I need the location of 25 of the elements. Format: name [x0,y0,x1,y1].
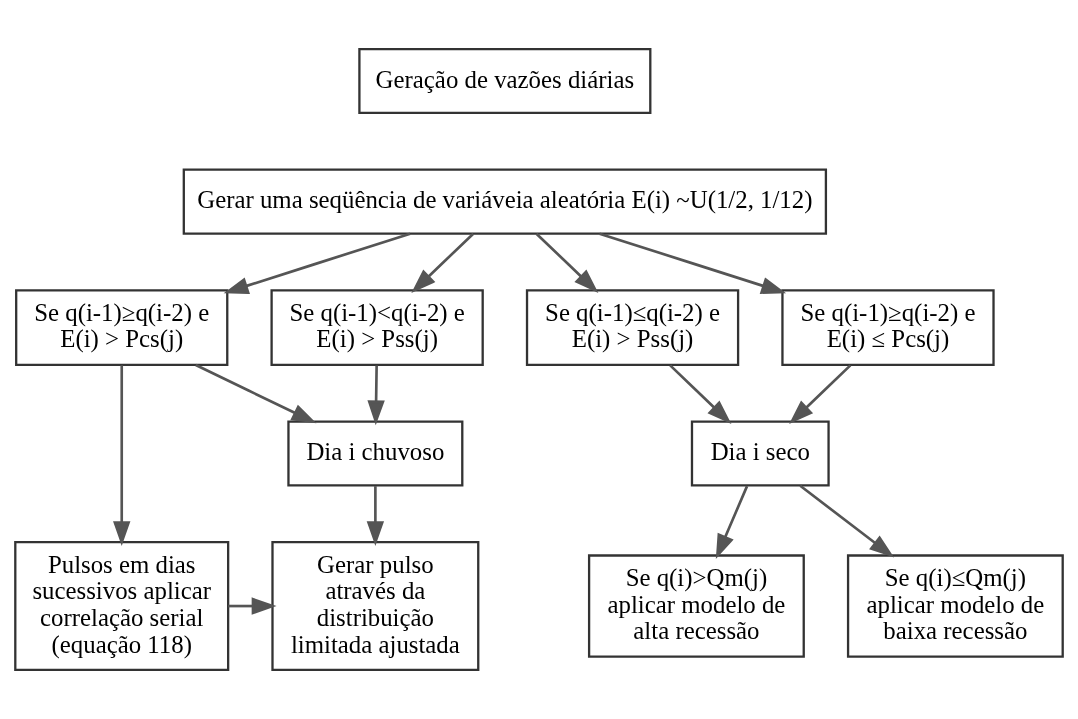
arrow [411,232,475,294]
arrow [366,486,385,547]
node-box: Gerar uma seqüência de variáveia aleatória E(i) ~U(1/2, 1/12) [182,168,828,235]
node-box: Se q(i-1)≤q(i-2) e E(i) > Pss(j) [525,289,740,366]
arrow [223,232,411,294]
arrow [669,364,732,425]
node-box: Se q(i-1)≥q(i-2) e E(i) > Pcs(j) [15,289,229,366]
node-box: Pulsos em dias sucessivos aplicar correlação serial (equação 118) [14,541,230,672]
arrow [195,363,317,424]
node-box: Geração de vazões diárias [358,47,652,115]
node-box: Se q(i)>Qm(j) aplicar modelo de alta recessão [587,554,805,658]
arrow [367,365,385,426]
node-box: Gerar pulso através da distribuição limitada ajustada [271,541,480,672]
node-box: Dia i chuvoso [287,420,464,487]
arrow [535,232,599,294]
arrow [799,484,895,558]
arrow [113,365,131,547]
node-box: Se q(i)≤Qm(j) aplicar modelo de baixa recessão [846,554,1064,658]
node-box: Se q(i-1)≥q(i-2) e E(i) ≤ Pcs(j) [781,289,995,366]
node-box: Se q(i-1)<q(i-2) e E(i) > Pss(j) [270,289,484,366]
arrow [789,364,852,425]
node-box: Dia i seco [690,420,830,487]
arrow [228,597,277,615]
arrow [715,485,749,559]
arrow [599,232,787,294]
